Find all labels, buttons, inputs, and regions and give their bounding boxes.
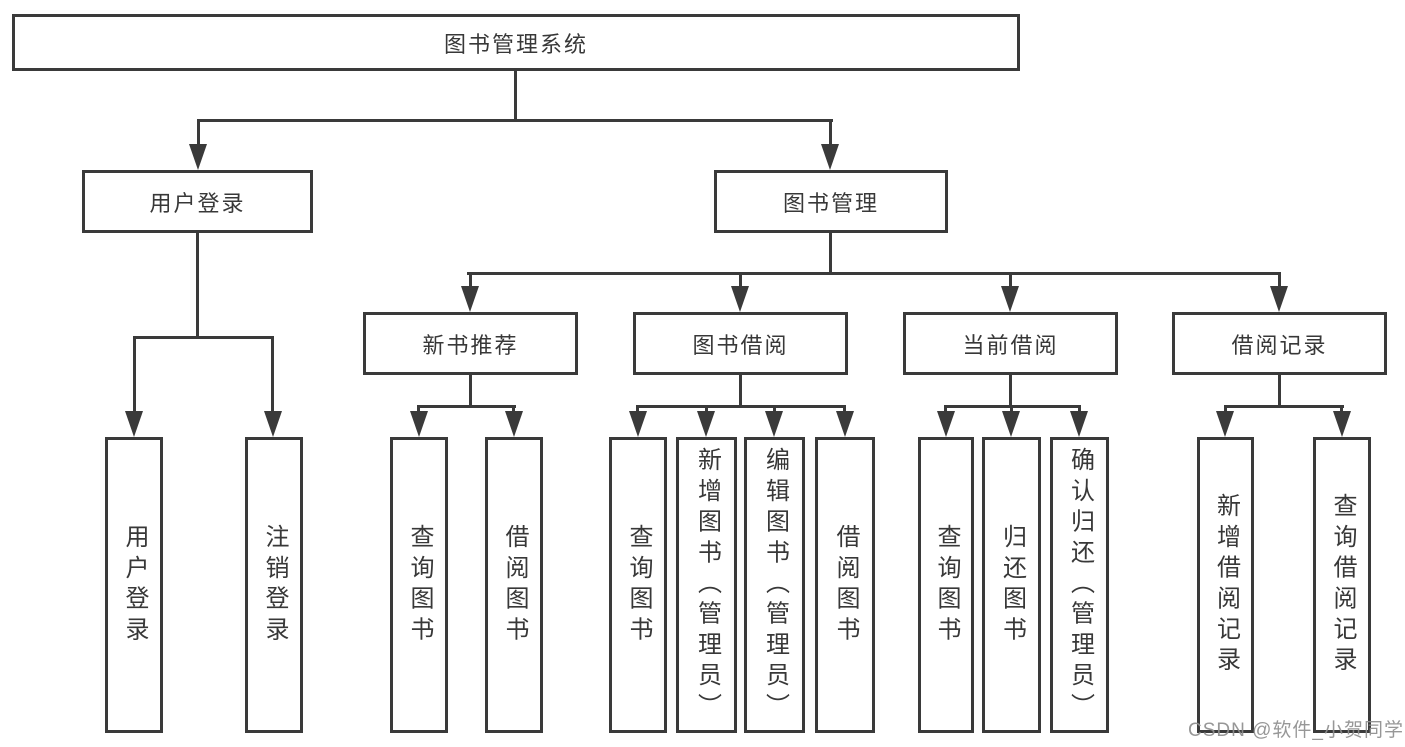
node-label: 借阅图书 — [501, 523, 528, 647]
leaf-return-books: 归还图书 — [982, 437, 1041, 733]
node-user-login: 用户登录 — [82, 170, 313, 233]
connector-hline — [197, 119, 833, 122]
connector-vline — [133, 336, 136, 412]
connector-vline — [512, 405, 515, 413]
connector-vline — [196, 233, 199, 337]
connector-vline — [843, 405, 846, 413]
connector-vline — [514, 70, 517, 119]
leaf-query-books-current: 查询图书 — [918, 437, 974, 733]
connector-vline — [469, 375, 472, 408]
connector-vline — [469, 272, 472, 286]
connector-vline — [773, 405, 776, 413]
arrowhead-down — [505, 411, 523, 437]
node-new-book-recommend: 新书推荐 — [363, 312, 578, 375]
leaf-add-books-admin: 新增图书（管理员） — [676, 437, 737, 733]
connector-vline — [1278, 272, 1281, 286]
arrowhead-down — [821, 144, 839, 170]
leaf-query-books-recommend: 查询图书 — [390, 437, 448, 733]
connector-vline — [1009, 375, 1012, 408]
arrowhead-down — [836, 411, 854, 437]
arrowhead-down — [1333, 411, 1351, 437]
node-label: 图书借阅 — [692, 332, 789, 358]
csdn-watermark: CSDN @软件_小贺同学 — [1188, 720, 1404, 741]
node-label: 当前借阅 — [962, 332, 1059, 358]
connector-vline — [1224, 405, 1227, 413]
node-label: 查询借阅记录 — [1329, 492, 1356, 678]
connector-hline — [467, 272, 1281, 275]
connector-hline — [417, 405, 516, 408]
connector-vline — [739, 272, 742, 286]
leaf-query-books-borrowing: 查询图书 — [609, 437, 667, 733]
arrowhead-down — [410, 411, 428, 437]
connector-vline — [829, 119, 832, 145]
connector-vline — [705, 405, 708, 413]
node-label: 新增借阅记录 — [1212, 492, 1240, 678]
arrowhead-down — [461, 286, 479, 312]
connector-vline — [417, 405, 420, 413]
leaf-borrow-books-recommend: 借阅图书 — [485, 437, 543, 733]
node-label: 归还图书 — [998, 523, 1026, 647]
node-label: 编辑图书（管理员） — [761, 446, 789, 724]
node-label: 图书管理 — [782, 190, 879, 216]
node-label: 查询图书 — [406, 523, 433, 647]
arrowhead-down — [697, 411, 715, 437]
arrowhead-down — [1270, 286, 1288, 312]
leaf-add-borrow-record: 新增借阅记录 — [1197, 437, 1254, 733]
connector-vline — [271, 336, 274, 412]
arrowhead-down — [1216, 411, 1234, 437]
arrowhead-down — [1070, 411, 1088, 437]
leaf-logout: 注销登录 — [245, 437, 303, 733]
connector-vline — [1009, 272, 1012, 286]
leaf-borrow-books: 借阅图书 — [815, 437, 875, 733]
connector-hline — [636, 405, 846, 408]
connector-hline — [1224, 405, 1344, 408]
arrowhead-down — [937, 411, 955, 437]
node-book-borrowing: 图书借阅 — [633, 312, 848, 375]
connector-vline — [1010, 405, 1013, 413]
arrowhead-down — [264, 411, 282, 437]
node-label: 查询图书 — [933, 523, 960, 647]
connector-vline — [1078, 405, 1081, 413]
node-current-borrowing: 当前借阅 — [903, 312, 1118, 375]
connector-vline — [1278, 375, 1281, 408]
leaf-edit-books-admin: 编辑图书（管理员） — [744, 437, 805, 733]
node-label: 新书推荐 — [422, 332, 519, 358]
arrowhead-down — [765, 411, 783, 437]
leaf-user-login: 用户登录 — [105, 437, 163, 733]
connector-vline — [636, 405, 639, 413]
node-borrowing-records: 借阅记录 — [1172, 312, 1387, 375]
node-library-system: 图书管理系统 — [12, 14, 1020, 71]
connector-vline — [1340, 405, 1343, 413]
connector-vline — [829, 233, 832, 274]
connector-vline — [944, 405, 947, 413]
node-label: 确认归还（管理员） — [1066, 446, 1094, 724]
node-label: 借阅记录 — [1231, 332, 1328, 358]
arrowhead-down — [629, 411, 647, 437]
connector-vline — [739, 375, 742, 408]
node-label: 新增图书（管理员） — [693, 446, 721, 724]
node-label: 借阅图书 — [832, 523, 859, 647]
node-label: 用户登录 — [149, 190, 246, 216]
leaf-confirm-return-admin: 确认归还（管理员） — [1050, 437, 1109, 733]
arrowhead-down — [1001, 286, 1019, 312]
arrowhead-down — [1002, 411, 1020, 437]
node-label: 图书管理系统 — [443, 31, 588, 57]
node-label: 注销登录 — [261, 523, 288, 647]
connector-vline — [197, 119, 200, 145]
leaf-query-borrow-record: 查询借阅记录 — [1313, 437, 1371, 733]
node-book-management: 图书管理 — [714, 170, 948, 233]
arrowhead-down — [731, 286, 749, 312]
connector-hline — [133, 336, 274, 339]
node-label: 查询图书 — [625, 523, 652, 647]
arrowhead-down — [125, 411, 143, 437]
arrowhead-down — [189, 144, 207, 170]
node-label: 用户登录 — [121, 523, 148, 647]
